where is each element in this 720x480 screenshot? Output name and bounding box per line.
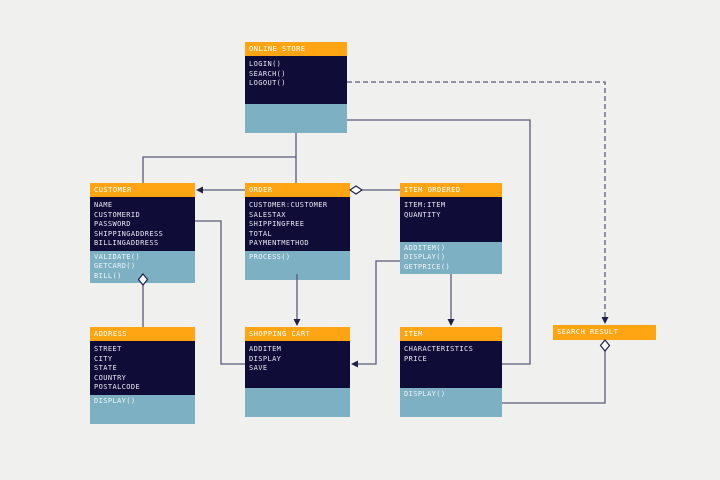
- class-name-online-store: ONLINE STORE: [245, 42, 347, 56]
- class-methods-shopping-cart: [245, 388, 350, 417]
- attribute-line: SHIPPINGADDRESS: [94, 229, 164, 238]
- class-name-search-result: SEARCH RESULT: [553, 325, 656, 340]
- attribute-line: SAVE: [249, 364, 268, 372]
- attribute-line: LOGOUT(): [249, 79, 286, 87]
- attribute-line: BILLINGADDRESS: [94, 239, 159, 247]
- connector-onlinestore-order-customer: [142, 133, 297, 183]
- attribute-line: PRICE: [404, 354, 428, 363]
- attribute-line: QUANTITY: [404, 210, 441, 219]
- aggregation-diamond-order: [348, 185, 364, 195]
- class-name-shopping-cart: SHOPPING CART: [245, 327, 350, 341]
- class-methods-online-store: [245, 104, 347, 133]
- aggregation-diamond-searchresult: [599, 339, 611, 352]
- attribute-line: ITEM:ITEM: [404, 201, 446, 209]
- class-name-address: ADDRESS: [90, 327, 195, 341]
- attribute-line: CITY: [94, 354, 113, 363]
- class-box-search-result[interactable]: SEARCH RESULT: [553, 325, 656, 340]
- attribute-line: CUSTOMERID: [94, 210, 141, 219]
- class-methods-item: DISPLAY(): [400, 388, 502, 417]
- attribute-line: NAME: [94, 201, 113, 209]
- connector-customer-shoppingcart: [195, 220, 245, 365]
- arrowhead-into-customer: [196, 186, 203, 194]
- class-name-item-ordered: ITEM ORDERED: [400, 183, 502, 197]
- method-line: VALIDATE(): [94, 252, 141, 261]
- method-line: GETPRICE(): [404, 262, 451, 271]
- method-line: GETCARD(): [94, 262, 136, 270]
- arrowhead-into-item-top: [447, 319, 455, 326]
- method-line: DISPLAY(): [404, 253, 446, 261]
- attribute-line: LOGIN(): [249, 60, 282, 68]
- attribute-line: PASSWORD: [94, 220, 131, 228]
- attribute-line: STREET: [94, 345, 122, 353]
- attribute-line: SEARCH(): [249, 69, 286, 78]
- attribute-line: DISPLAY: [249, 354, 282, 363]
- method-line: ADDITEM(): [404, 243, 446, 252]
- attribute-line: SALESTAX: [249, 210, 286, 219]
- attribute-line: TOTAL: [249, 229, 273, 238]
- class-name-item: ITEM: [400, 327, 502, 341]
- class-methods-item-ordered: ADDITEM()DISPLAY()GETPRICE(): [400, 241, 502, 274]
- attribute-line: COUNTRY: [94, 373, 127, 382]
- arrowhead-into-shoppingcart-right: [351, 360, 358, 368]
- attribute-line: STATE: [94, 364, 118, 372]
- class-attributes-online-store: LOGIN()SEARCH()LOGOUT(): [245, 56, 347, 104]
- attribute-line: CHARACTERISTICS: [404, 345, 474, 353]
- attribute-line: PAYMENTMETHOD: [249, 239, 309, 247]
- arrowhead-into-shoppingcart-top: [293, 319, 301, 326]
- connector-itemordered-shoppingcart: [356, 260, 400, 365]
- method-line: PROCESS(): [249, 252, 291, 261]
- connector-searchresult-item: [502, 351, 606, 404]
- class-name-customer: CUSTOMER: [90, 183, 195, 197]
- method-line: DISPLAY(): [94, 396, 136, 405]
- class-methods-address: DISPLAY(): [90, 394, 195, 424]
- method-line: BILL(): [94, 271, 122, 280]
- attribute-line: SHIPPINGFREE: [249, 220, 305, 228]
- attribute-line: CUSTOMER:CUSTOMER: [249, 201, 328, 209]
- class-name-order: ORDER: [245, 183, 350, 197]
- attribute-line: ADDITEM: [249, 345, 282, 353]
- arrowhead-into-searchresult: [601, 317, 609, 324]
- method-line: DISPLAY(): [404, 390, 446, 398]
- class-methods-customer: VALIDATE()GETCARD()BILL(): [90, 250, 195, 283]
- class-methods-order: PROCESS(): [245, 250, 350, 280]
- attribute-line: POSTALCODE: [94, 383, 141, 391]
